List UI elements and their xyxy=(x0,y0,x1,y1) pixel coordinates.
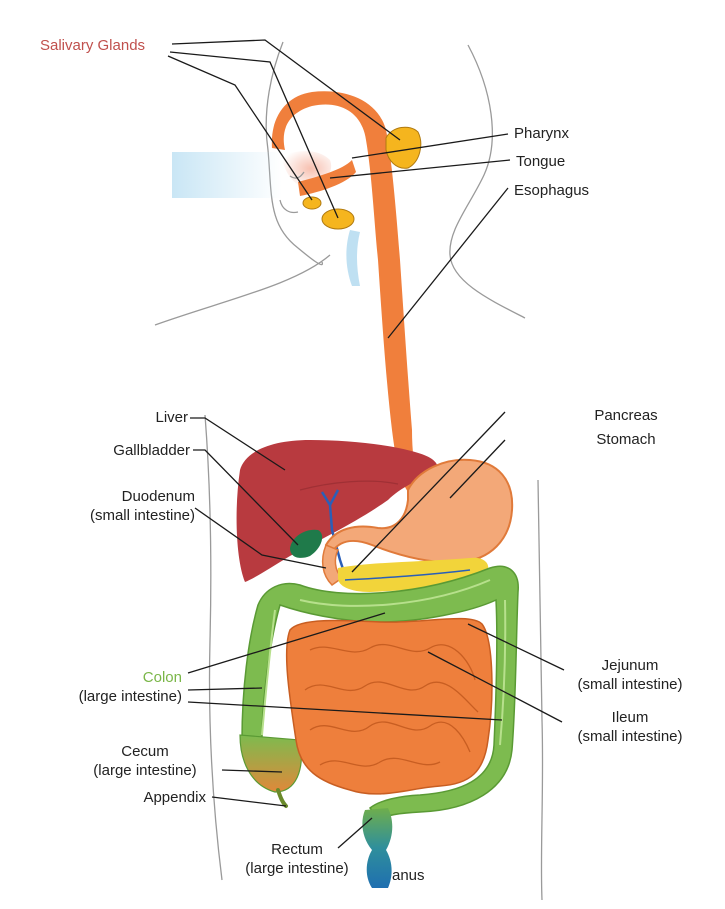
salivary-glands xyxy=(302,126,422,230)
rectum-label: Rectum (large intestine) xyxy=(232,840,362,878)
colon-sub: (large intestine) xyxy=(78,688,182,705)
small-intestine-organ xyxy=(285,617,493,795)
tongue-label: Tongue xyxy=(516,153,566,170)
ileum-sub: (small intestine) xyxy=(577,728,683,745)
esophagus-organ xyxy=(271,91,420,493)
jejunum-label: Jejunum (small intestine) xyxy=(560,656,700,694)
leader-lines xyxy=(167,39,565,849)
gallbladder-label: Gallbladder xyxy=(113,442,190,459)
body-outline xyxy=(154,41,544,901)
liver-label: Liver xyxy=(155,409,188,426)
rectum-name: Rectum xyxy=(271,841,323,858)
liver-organ xyxy=(236,440,439,582)
colon-name: Colon xyxy=(142,669,182,686)
cecum-label: Cecum (large intestine) xyxy=(70,742,220,780)
esophagus-label: Esophagus xyxy=(514,182,590,199)
rectum-organ xyxy=(362,808,393,888)
stomach-label: Stomach xyxy=(596,431,656,448)
colon-label: Colon (large intestine) xyxy=(40,668,182,706)
jejunum-sub: (small intestine) xyxy=(577,676,683,693)
salivary-glands-label: Salivary Glands xyxy=(40,37,146,54)
cecum-sub: (large intestine) xyxy=(93,762,197,779)
duodenum-sub: (small intestine) xyxy=(89,507,195,524)
jejunum-name: Jejunum xyxy=(601,657,659,674)
rectum-sub: (large intestine) xyxy=(245,860,349,877)
duodenum-name: Duodenum xyxy=(121,488,195,505)
colon-organ xyxy=(241,565,519,822)
duodenum-label: Duodenum (small intestine) xyxy=(60,487,195,525)
ileum-label: Ileum (small intestine) xyxy=(560,708,700,746)
appendix-label: Appendix xyxy=(143,789,206,806)
pharynx-label: Pharynx xyxy=(514,125,570,142)
ileum-name: Ileum xyxy=(611,709,649,726)
cecum-organ xyxy=(239,734,302,808)
anus-label: anus xyxy=(392,867,425,884)
cecum-name: Cecum xyxy=(121,743,169,760)
pancreas-label: Pancreas xyxy=(594,407,658,424)
